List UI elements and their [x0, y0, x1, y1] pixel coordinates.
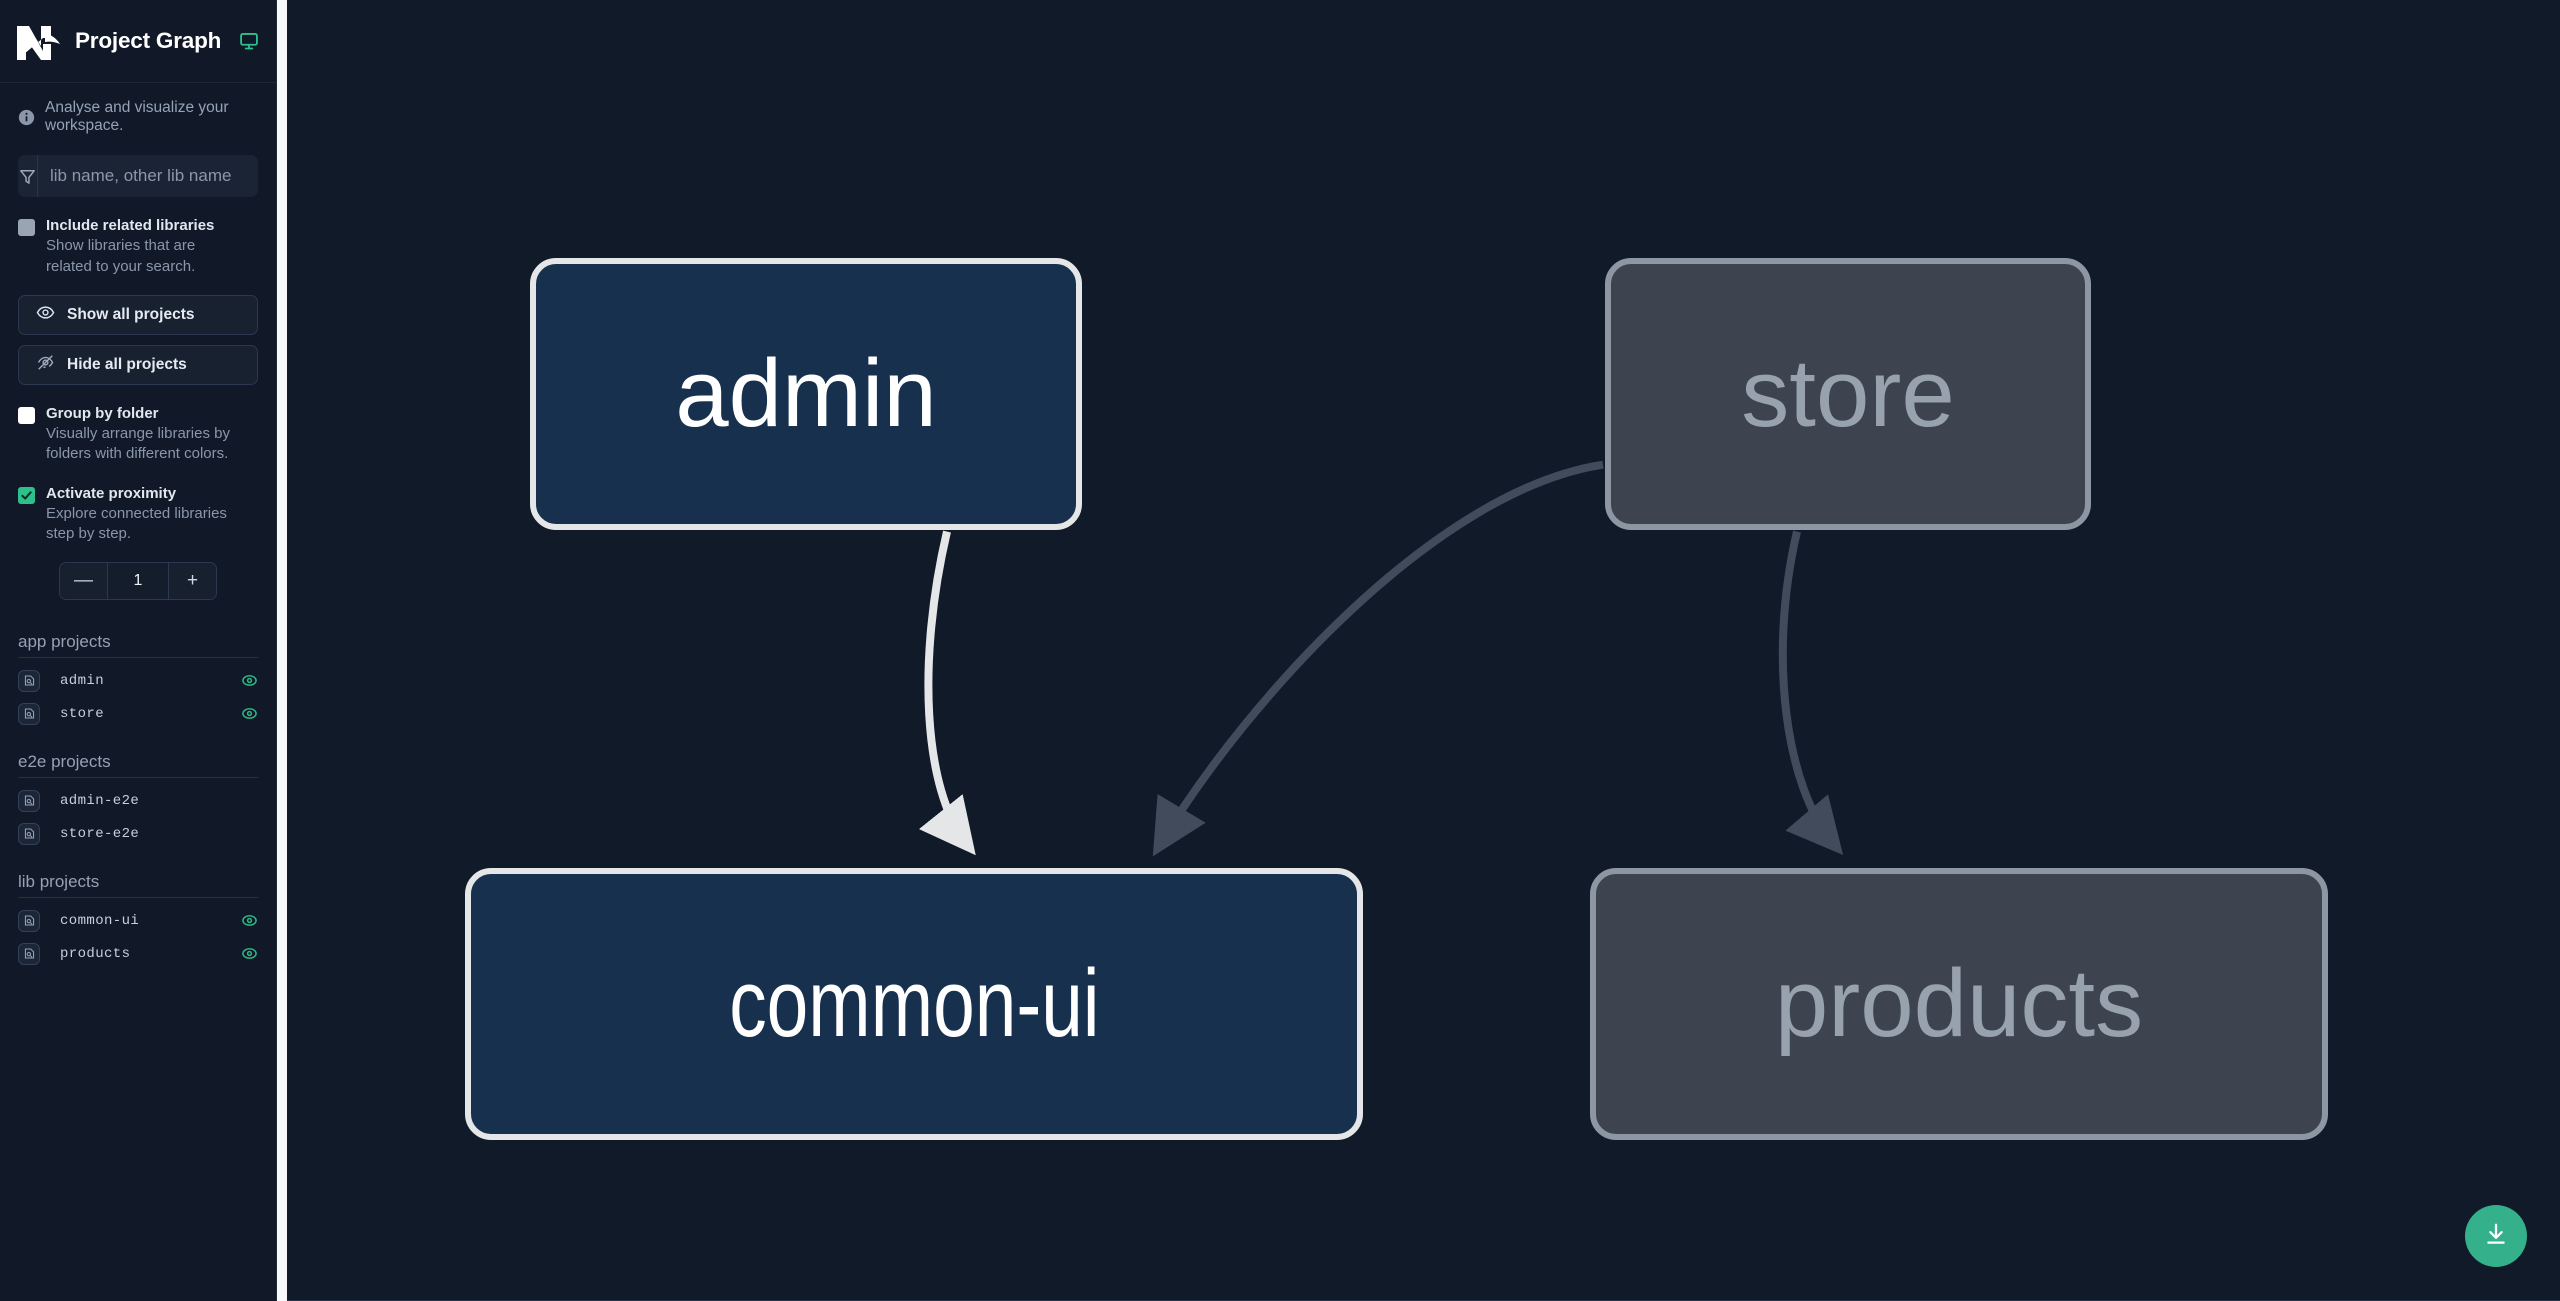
- eye-icon: [36, 303, 55, 327]
- graph-node-products[interactable]: products: [1590, 868, 2328, 1140]
- graph-node-label: common-ui: [728, 950, 1100, 1057]
- project-file-icon: [18, 789, 40, 812]
- bulk-actions: Show all projects Hide all projects: [0, 277, 276, 385]
- project-group-title: app projects: [18, 632, 258, 659]
- page-title: Project Graph: [75, 28, 222, 53]
- project-name: admin: [60, 672, 105, 689]
- graph-node-label: products: [1774, 950, 2144, 1057]
- tagline: Analyse and visualize your workspace.: [0, 83, 276, 135]
- hide-all-projects-button[interactable]: Hide all projects: [18, 344, 258, 385]
- project-visibility-eye-icon[interactable]: [241, 945, 258, 962]
- activate-proximity-description: Explore connected libraries step by step…: [46, 504, 227, 542]
- option-activate-proximity[interactable]: Activate proximity Explore connected lib…: [0, 465, 276, 545]
- info-icon: [18, 109, 35, 126]
- group-by-folder-checkbox[interactable]: [18, 406, 35, 424]
- sidebar-header: Project Graph: [0, 0, 276, 83]
- project-name: admin-e2e: [60, 792, 140, 809]
- monitor-icon[interactable]: [239, 31, 259, 51]
- project-row-store-e2e[interactable]: store-e2e: [18, 817, 258, 850]
- project-name: common-ui: [60, 912, 140, 929]
- option-include-related[interactable]: Include related libraries Show libraries…: [0, 197, 276, 277]
- proximity-value: 1: [107, 563, 169, 600]
- project-row-products[interactable]: products: [18, 937, 258, 970]
- option-group-by-folder[interactable]: Group by folder Visually arrange librari…: [0, 385, 276, 465]
- project-name: store-e2e: [60, 825, 140, 842]
- project-visibility-eye-icon[interactable]: [241, 705, 258, 722]
- project-file-icon: [18, 942, 40, 965]
- proximity-stepper-wrap: — 1 +: [0, 544, 276, 601]
- include-related-description: Show libraries that are related to your …: [46, 237, 196, 275]
- project-row-admin-e2e[interactable]: admin-e2e: [18, 784, 258, 817]
- nx-logo: [15, 20, 61, 62]
- group-by-folder-label: Group by folder: [46, 404, 159, 422]
- hide-all-projects-label: Hide all projects: [67, 355, 187, 373]
- project-row-common-ui[interactable]: common-ui: [18, 904, 258, 937]
- project-group-e2e: e2e projects admin-e2e store-e2e: [18, 752, 258, 850]
- tagline-text: Analyse and visualize your workspace.: [45, 99, 229, 134]
- graph-node-store[interactable]: store: [1605, 258, 2091, 530]
- proximity-stepper: — 1 +: [59, 562, 217, 601]
- graph-node-common-ui[interactable]: common-ui: [465, 868, 1363, 1140]
- project-groups: app projects admin store e2e projects admin-…: [0, 600, 276, 992]
- show-all-projects-button[interactable]: Show all projects: [18, 294, 258, 335]
- include-related-label: Include related libraries: [46, 217, 215, 234]
- download-icon: [2483, 1221, 2509, 1252]
- edge-admin-to-common-ui: [918, 530, 976, 856]
- project-group-title: lib projects: [18, 872, 258, 899]
- proximity-decrement-button[interactable]: —: [60, 563, 107, 600]
- proximity-increment-button[interactable]: +: [169, 563, 216, 600]
- graph-canvas[interactable]: admin store common-ui products: [287, 0, 2560, 1301]
- project-file-icon: [18, 669, 40, 692]
- eye-off-icon: [36, 353, 55, 377]
- project-name: store: [60, 705, 105, 722]
- graph-node-label: store: [1741, 340, 1955, 447]
- include-related-checkbox[interactable]: [18, 219, 35, 236]
- project-file-icon: [18, 822, 40, 845]
- project-visibility-eye-icon[interactable]: [241, 672, 258, 689]
- graph-node-admin[interactable]: admin: [530, 258, 1082, 530]
- edge-store-to-products: [1778, 530, 1844, 855]
- search-box[interactable]: [18, 155, 258, 197]
- project-file-icon: [18, 909, 40, 932]
- activate-proximity-checkbox[interactable]: [18, 486, 35, 504]
- project-group-app: app projects admin store: [18, 632, 258, 730]
- group-by-folder-description: Visually arrange libraries by folders wi…: [46, 425, 230, 463]
- search-input[interactable]: [38, 155, 258, 197]
- activate-proximity-label: Activate proximity: [46, 484, 177, 502]
- graph-edges: [918, 460, 1844, 857]
- project-visibility-eye-icon[interactable]: [241, 912, 258, 929]
- edge-store-to-common-ui: [1152, 460, 1604, 857]
- search-section: [0, 135, 276, 197]
- project-row-store[interactable]: store: [18, 697, 258, 730]
- project-row-admin[interactable]: admin: [18, 664, 258, 697]
- sidebar-divider: [277, 0, 287, 1301]
- download-button[interactable]: [2465, 1205, 2527, 1267]
- project-group-lib: lib projects common-ui products: [18, 872, 258, 970]
- funnel-icon: [18, 155, 38, 197]
- project-name: products: [60, 945, 131, 962]
- sidebar: Project Graph Analyse and visualize your…: [0, 0, 277, 1301]
- project-group-title: e2e projects: [18, 752, 258, 779]
- project-file-icon: [18, 702, 40, 725]
- graph-node-label: admin: [675, 340, 937, 447]
- show-all-projects-label: Show all projects: [67, 305, 195, 323]
